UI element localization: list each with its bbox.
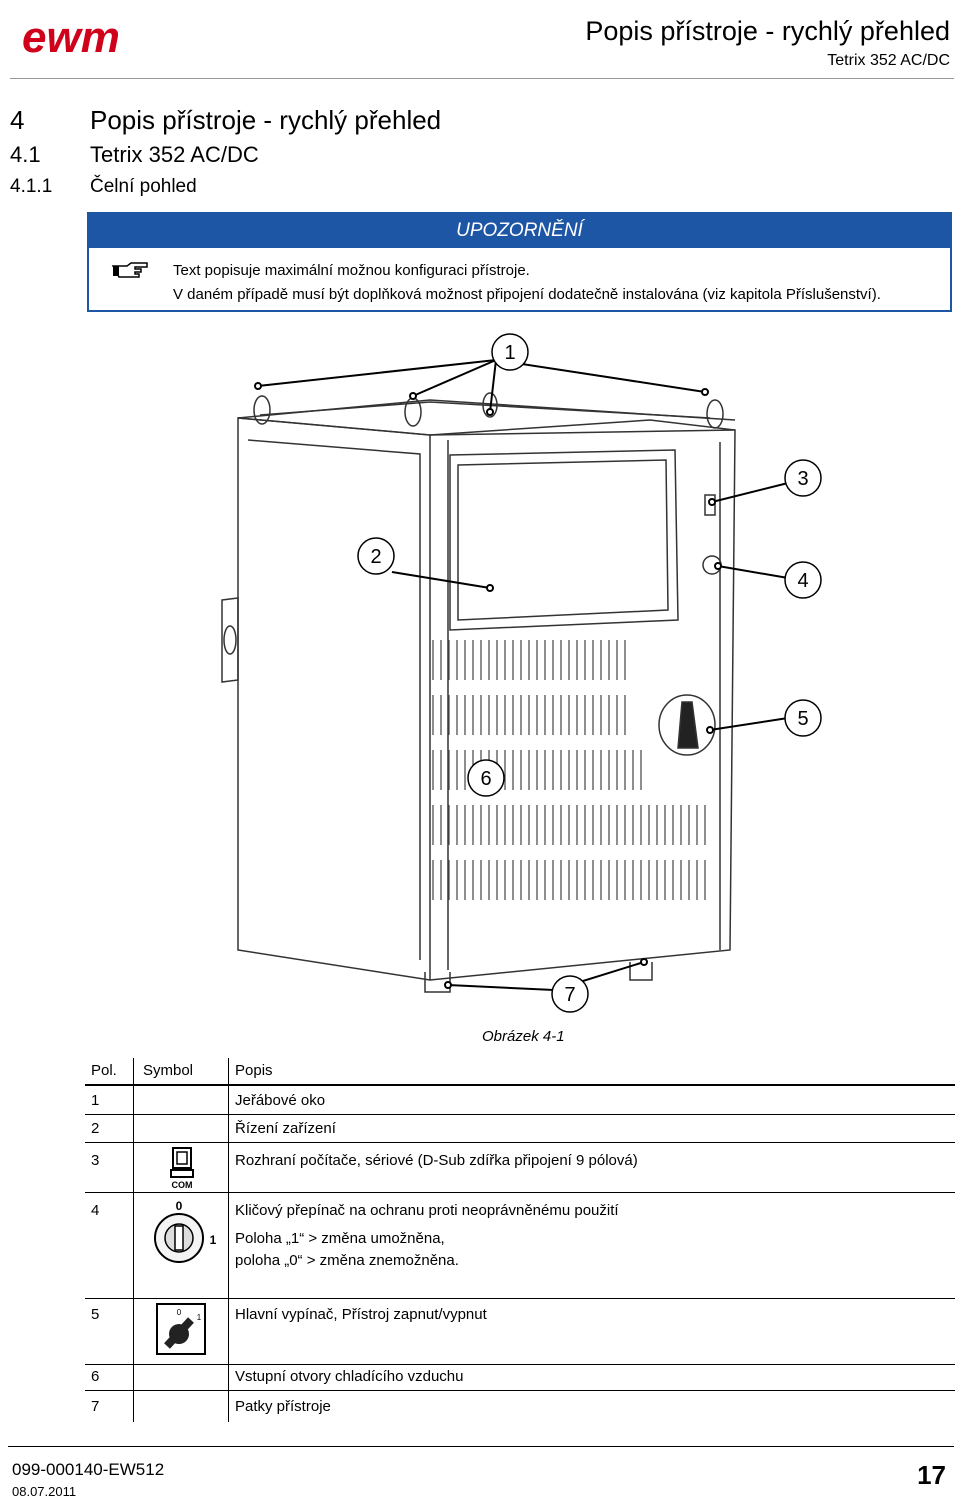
row-desc-detail: Poloha „1“ > změna umožněna, <box>235 1230 445 1247</box>
section-title: Popis přístroje - rychlý přehled <box>90 105 442 135</box>
notice-box: UPOZORNĚNÍ Text popisuje maximální možno… <box>87 212 952 312</box>
header-desc: Popis <box>235 1062 273 1079</box>
section-title: Tetrix 352 AC/DC <box>90 142 259 167</box>
callout-2 <box>357 537 395 575</box>
row-pos: 5 <box>91 1306 100 1323</box>
row-pos: 7 <box>91 1398 100 1415</box>
row-desc: Jeřábové oko <box>235 1092 326 1109</box>
row-desc: Řízení zařízení <box>235 1120 336 1137</box>
notice-line-2: V daném případě musí být doplňková možno… <box>173 286 881 303</box>
notice-title: UPOZORNĚNÍ <box>89 214 950 248</box>
section-heading-1: 4 Popis přístroje - rychlý přehled <box>10 105 441 136</box>
row-desc: Rozhraní počítače, sériové (D-Sub zdířka… <box>235 1152 638 1169</box>
row-desc: Kličový přepínač na ochranu proti neoprá… <box>235 1202 619 1219</box>
figure-caption: Obrázek 4-1 <box>482 1028 565 1045</box>
ewm-logo: ewm <box>22 16 120 60</box>
document-date: 08.07.2011 <box>12 1484 77 1499</box>
key-switch-0-label: 0 <box>176 1199 183 1213</box>
callout-7 <box>551 975 589 1013</box>
callout-1 <box>491 333 529 371</box>
section-number: 4.1 <box>10 142 41 167</box>
header-subtitle: Tetrix 352 AC/DC <box>827 52 950 69</box>
callout-label-1: 1 <box>504 342 515 364</box>
footer-divider <box>8 1446 954 1447</box>
callout-label-6: 6 <box>480 768 491 790</box>
row-desc: Vstupní otvory chladícího vzduchu <box>235 1368 464 1385</box>
callout-3 <box>784 459 822 497</box>
header-symbol: Symbol <box>143 1062 194 1079</box>
section-number: 4.1.1 <box>10 176 53 197</box>
row-desc: Hlavní vypínač, Přístroj zapnut/vypnut <box>235 1306 487 1323</box>
document-code: 099-000140-EW512 <box>12 1460 165 1479</box>
section-heading-2: 4.1 Tetrix 352 AC/DC <box>10 142 259 168</box>
callout-label-4: 4 <box>797 570 808 592</box>
key-switch-icon: 0 1 <box>154 1199 217 1263</box>
callout-6 <box>467 759 505 797</box>
callout-label-3: 3 <box>797 468 808 490</box>
page-number: 17 <box>917 1460 946 1490</box>
header-title: Popis přístroje - rychlý přehled <box>585 16 950 46</box>
com-label: COM <box>172 1180 193 1190</box>
main-switch-0-label: 0 <box>177 1308 182 1317</box>
notice-line-1: Text popisuje maximální možnou konfigura… <box>173 262 530 279</box>
row-pos: 4 <box>91 1202 100 1219</box>
row-pos: 6 <box>91 1368 100 1385</box>
row-pos: 2 <box>91 1120 100 1137</box>
com-port-icon: COM <box>170 1147 194 1190</box>
device-front-view-figure: 1 2 3 4 5 6 7 <box>221 333 822 1013</box>
row-desc-detail: poloha „0“ > změna znemožněna. <box>235 1252 459 1269</box>
callout-4 <box>784 561 822 599</box>
main-switch-icon: 0 1 <box>156 1303 206 1355</box>
key-switch-1-label: 1 <box>210 1233 217 1247</box>
callout-label-2: 2 <box>370 546 381 568</box>
logo-text: ewm <box>22 16 120 60</box>
row-pos: 3 <box>91 1152 100 1169</box>
row-desc: Patky přístroje <box>235 1398 331 1415</box>
section-number: 4 <box>10 105 25 135</box>
column-divider <box>133 1058 134 1422</box>
callout-label-5: 5 <box>797 708 808 730</box>
main-switch-1-label: 1 <box>197 1313 202 1322</box>
section-heading-3: 4.1.1 Čelní pohled <box>10 176 197 198</box>
section-title: Čelní pohled <box>90 176 197 197</box>
column-divider <box>228 1058 229 1422</box>
pointing-hand-icon <box>111 262 148 278</box>
callout-5 <box>784 699 822 737</box>
header-pos: Pol. <box>91 1062 117 1079</box>
header-divider <box>10 78 954 79</box>
callout-label-7: 7 <box>564 984 575 1006</box>
row-pos: 1 <box>91 1092 100 1109</box>
